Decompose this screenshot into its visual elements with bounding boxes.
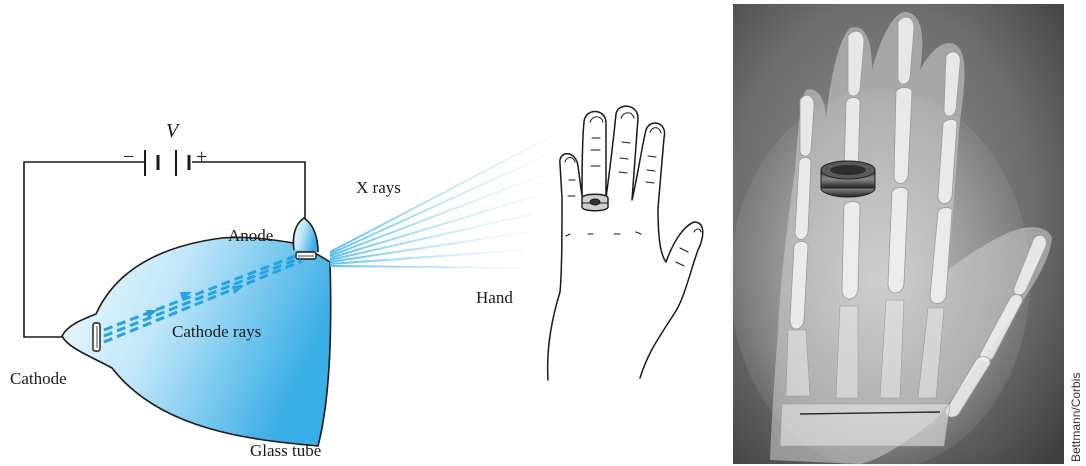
x-rays-label: X rays: [356, 178, 401, 197]
hand-illustration: [548, 106, 703, 380]
voltage-label: V: [166, 120, 181, 142]
photo-credit: Bettmann/Corbis: [1069, 373, 1083, 462]
tube-body: [62, 237, 331, 446]
xray-photograph: [730, 4, 1064, 466]
cathode-plate: [93, 323, 100, 351]
ring-icon: [582, 194, 608, 211]
hand-label: Hand: [476, 288, 513, 307]
cathode-label: Cathode: [10, 369, 67, 388]
minus-sign: −: [123, 146, 134, 168]
battery-icon: [145, 150, 189, 176]
xray-ring-icon: [821, 161, 875, 197]
wire-right: [192, 162, 305, 220]
glass-tube-label: Glass tube: [250, 441, 321, 460]
anode-label: Anode: [228, 226, 273, 245]
x-ray-beams: [330, 136, 552, 268]
hand-outline: [548, 106, 703, 380]
plus-sign: +: [196, 146, 207, 168]
anode-bulb: [293, 218, 318, 252]
cathode-rays-label: Cathode rays: [172, 322, 261, 341]
